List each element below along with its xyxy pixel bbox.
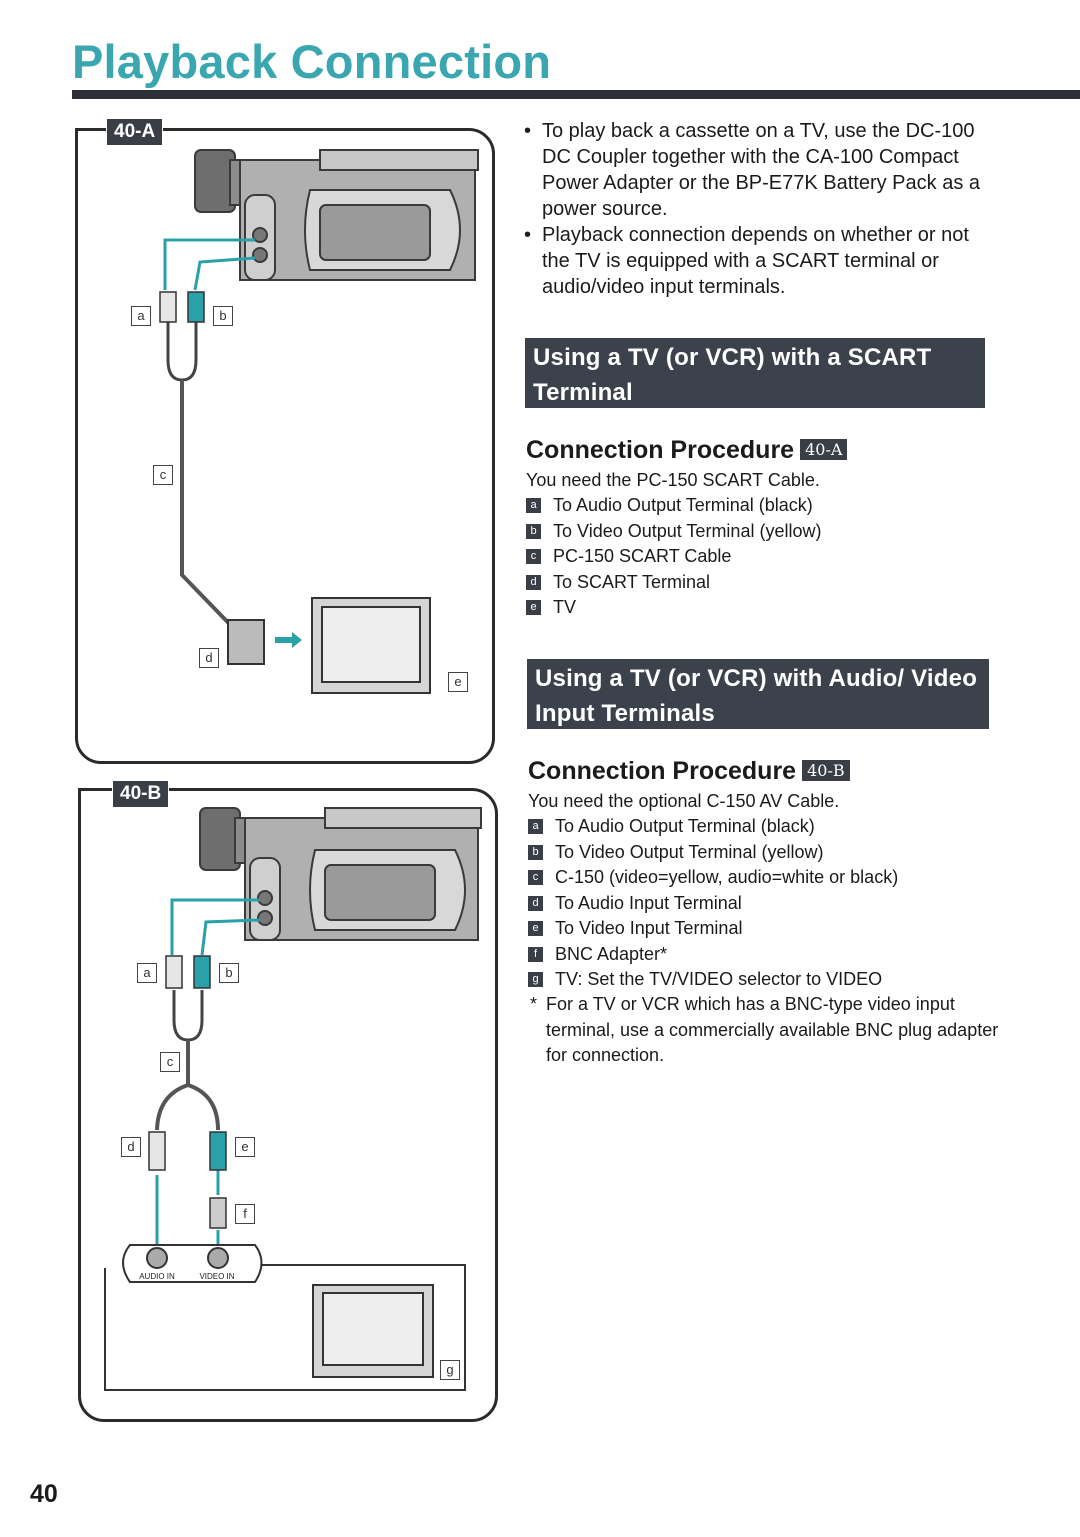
- item-key: d: [528, 895, 543, 911]
- fig-b-label-f: f: [235, 1204, 255, 1224]
- item-key: f: [528, 946, 543, 962]
- tv-a: [311, 597, 431, 694]
- cable-b: [155, 898, 261, 1255]
- item-key: e: [526, 600, 541, 616]
- item-key: b: [528, 844, 543, 860]
- item-key: g: [528, 972, 543, 988]
- fig-b-label-c: c: [160, 1052, 180, 1072]
- item-key: a: [526, 498, 541, 514]
- procedure-badge-40a: 40-A: [800, 439, 848, 460]
- section-heading-av: Using a TV (or VCR) with Audio/ Video In…: [527, 659, 989, 729]
- fig-b-label-d: d: [121, 1137, 141, 1157]
- section-heading-scart: Using a TV (or VCR) with a SCART Termina…: [525, 338, 985, 408]
- fig-a-label-a: a: [131, 306, 151, 326]
- item-key: d: [526, 574, 541, 590]
- procedure-title-text: Connection Procedure: [526, 436, 795, 464]
- intro-bullet: Playback connection depends on whether o…: [522, 222, 992, 300]
- item-key: a: [528, 819, 543, 835]
- item-key: c: [528, 870, 543, 886]
- plugs-a: [159, 291, 205, 323]
- fig-a-label-e: e: [448, 672, 468, 692]
- item-key: e: [528, 921, 543, 937]
- jack-label-audio-in: AUDIO IN: [139, 1272, 175, 1281]
- fig-a-label-b: b: [213, 306, 233, 326]
- intro-bullet: To play back a cassette on a TV, use the…: [522, 118, 992, 222]
- fig-b-label-a: a: [137, 963, 157, 983]
- camcorder-a: [194, 149, 479, 281]
- scart-plug: [227, 619, 302, 665]
- item-key: b: [526, 523, 541, 539]
- jack-label-video-in: VIDEO IN: [199, 1272, 235, 1281]
- figure-40a-tag: 40-A: [106, 118, 164, 146]
- page-number: 40: [30, 1480, 58, 1508]
- fig-b-label-g: g: [440, 1360, 460, 1380]
- fig-b-label-b: b: [219, 963, 239, 983]
- scart-requirement: You need the PC-150 SCART Cable.: [526, 470, 820, 490]
- plugs-b: [148, 955, 227, 1229]
- procedure-badge-40b: 40-B: [802, 760, 850, 781]
- figure-40b-tag: 40-B: [112, 780, 170, 808]
- av-requirement: You need the optional C-150 AV Cable.: [528, 791, 840, 811]
- intro-bullets: To play back a cassette on a TV, use the…: [522, 118, 992, 300]
- fig-b-label-e: e: [235, 1137, 255, 1157]
- footnote: For a TV or VCR which has a BNC-type vid…: [530, 992, 1001, 1069]
- fig-a-label-d: d: [199, 648, 219, 668]
- cable-a: [163, 238, 256, 642]
- item-key: c: [526, 549, 541, 565]
- fig-a-label-c: c: [153, 465, 173, 485]
- page-title: Playback Connection: [72, 35, 552, 88]
- tv-b: [312, 1284, 434, 1378]
- title-rule: [72, 90, 1080, 99]
- procedure-title-text: Connection Procedure: [528, 757, 797, 785]
